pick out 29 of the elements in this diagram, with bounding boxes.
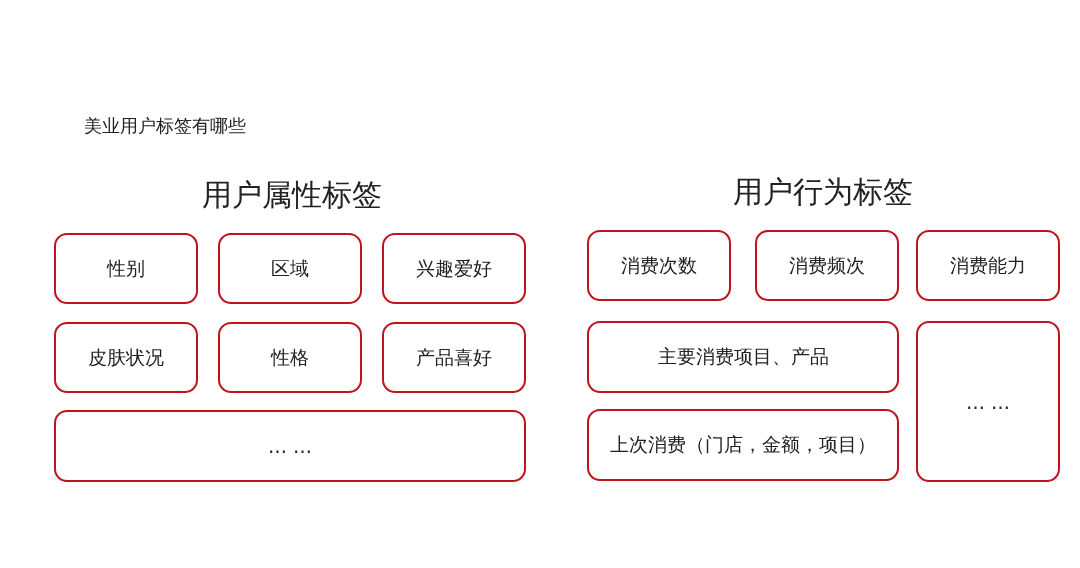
tag-label: 产品喜好 xyxy=(416,344,492,370)
tag-label: 上次消费（门店，金额，项目） xyxy=(610,432,876,457)
tag-label: 性别 xyxy=(107,255,145,281)
tag-box xyxy=(755,230,899,301)
tag-label: 消费能力 xyxy=(950,252,1026,278)
section-heading: 用户属性标签 xyxy=(201,176,383,214)
tag-box xyxy=(218,322,362,393)
section-heading: 用户行为标签 xyxy=(732,173,914,211)
tag-label: 消费次数 xyxy=(621,252,697,278)
tag-label: 兴趣爱好 xyxy=(416,255,492,281)
tag-box xyxy=(382,322,526,393)
tag-label: 区域 xyxy=(271,255,309,281)
tag-box xyxy=(587,321,899,393)
tag-box xyxy=(382,233,526,304)
page-title: 美业用户标签有哪些 xyxy=(84,114,246,138)
tag-box xyxy=(54,322,198,393)
tag-label: … … xyxy=(965,390,1010,413)
tag-label: 主要消费项目、产品 xyxy=(657,344,829,369)
tag-box xyxy=(916,230,1060,301)
tag-label: 消费频次 xyxy=(789,252,865,278)
tag-box xyxy=(54,410,526,482)
tag-box xyxy=(218,233,362,304)
tag-box xyxy=(54,233,198,304)
tag-label: 性格 xyxy=(271,344,309,370)
tag-box xyxy=(916,321,1060,482)
tag-box xyxy=(587,409,899,481)
tag-label: … … xyxy=(267,435,312,457)
tag-label: 皮肤状况 xyxy=(88,344,164,370)
tag-box xyxy=(587,230,731,301)
